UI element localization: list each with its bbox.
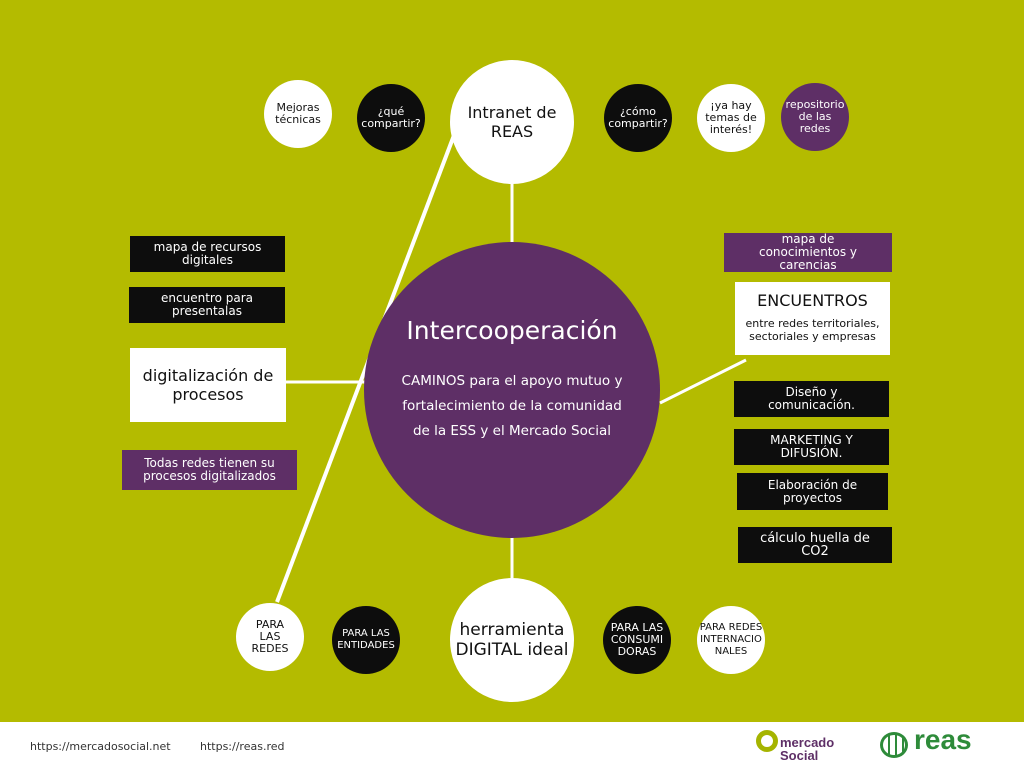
top-item-label: Mejoras técnicas bbox=[275, 101, 321, 126]
globe-icon bbox=[880, 732, 908, 758]
reas-link[interactable]: https://reas.red bbox=[200, 740, 285, 753]
center-circle: Intercooperación CAMINOS para el apoyo m… bbox=[364, 242, 660, 538]
left-box-label: encuentro para presentalas bbox=[161, 291, 253, 318]
left-box[interactable]: encuentro para presentalas bbox=[129, 287, 285, 323]
right-top-box[interactable]: mapa de conocimientos y carencias bbox=[724, 233, 892, 272]
reas-logo: reas bbox=[880, 724, 980, 762]
center-title: Intercooperación bbox=[406, 316, 618, 345]
encuentros-title: ENCUENTROS bbox=[757, 291, 868, 310]
top-item[interactable]: ¡ya hay temas de interés! bbox=[697, 84, 765, 152]
bottom-item-label: PARA REDES INTERNACIONALES bbox=[699, 622, 763, 657]
right-box-label: MARKETING Y DIFUSIÓN. bbox=[770, 433, 853, 460]
left-note-label: Todas redes tienen su procesos digitaliz… bbox=[143, 456, 276, 483]
top-item[interactable]: ¿qué compartir? bbox=[357, 84, 425, 152]
right-box[interactable]: Elaboración de proyectos bbox=[737, 473, 888, 510]
left-box-label: mapa de recursos digitales bbox=[153, 240, 262, 267]
digitalizacion-box[interactable]: digitalización de procesos bbox=[130, 348, 286, 422]
bottom-item-label: PARA LAS CONSUMIDORAS bbox=[610, 621, 664, 658]
top-item-label: repositorio de las redes bbox=[785, 98, 845, 135]
left-box[interactable]: mapa de recursos digitales bbox=[130, 236, 285, 272]
top-item-label: ¿cómo compartir? bbox=[608, 105, 668, 130]
encuentros-sub: entre redes territoriales, sectoriales y… bbox=[745, 317, 880, 343]
herramienta-label: herramienta DIGITAL ideal bbox=[455, 620, 569, 660]
intranet-label: Intranet de REAS bbox=[467, 103, 557, 141]
right-box-label: Elaboración de proyectos bbox=[767, 477, 858, 505]
footer: https://mercadosocial.net https://reas.r… bbox=[0, 722, 1024, 768]
bottom-item[interactable]: PARA LAS REDES bbox=[236, 603, 304, 671]
right-box[interactable]: Diseño y comunicación. bbox=[734, 381, 889, 417]
bottom-item-label: PARA LAS REDES bbox=[251, 618, 289, 655]
right-box[interactable]: MARKETING Y DIFUSIÓN. bbox=[734, 429, 889, 465]
right-box[interactable]: cálculo huella de CO2 bbox=[738, 527, 892, 563]
right-box-label: cálculo huella de CO2 bbox=[760, 531, 870, 559]
top-item[interactable]: repositorio de las redes bbox=[781, 83, 849, 151]
top-item[interactable]: ¿cómo compartir? bbox=[604, 84, 672, 152]
herramienta-circle[interactable]: herramienta DIGITAL ideal bbox=[450, 578, 574, 702]
bottom-item[interactable]: PARA LAS ENTIDADES bbox=[332, 606, 400, 674]
right-box-label: Diseño y comunicación. bbox=[768, 385, 855, 412]
encuentros-box[interactable]: ENCUENTROS entre redes territoriales, se… bbox=[735, 282, 890, 355]
top-item[interactable]: Mejoras técnicas bbox=[264, 80, 332, 148]
bottom-item[interactable]: PARA REDES INTERNACIONALES bbox=[697, 606, 765, 674]
bottom-item[interactable]: PARA LAS CONSUMIDORAS bbox=[603, 606, 671, 674]
left-note[interactable]: Todas redes tienen su procesos digitaliz… bbox=[122, 450, 297, 490]
mercado-social-logo-icon bbox=[756, 730, 778, 752]
digitalizacion-label: digitalización de procesos bbox=[142, 366, 274, 404]
center-subtitle: CAMINOS para el apoyo mutuo y fortalecim… bbox=[401, 373, 623, 439]
bottom-item-label: PARA LAS ENTIDADES bbox=[337, 628, 395, 651]
top-item-label: ¡ya hay temas de interés! bbox=[705, 99, 757, 136]
top-item-label: ¿qué compartir? bbox=[361, 105, 421, 130]
mercadosocial-link[interactable]: https://mercadosocial.net bbox=[30, 740, 171, 753]
intranet-circle[interactable]: Intranet de REAS bbox=[450, 60, 574, 184]
right-top-label: mapa de conocimientos y carencias bbox=[758, 232, 858, 272]
